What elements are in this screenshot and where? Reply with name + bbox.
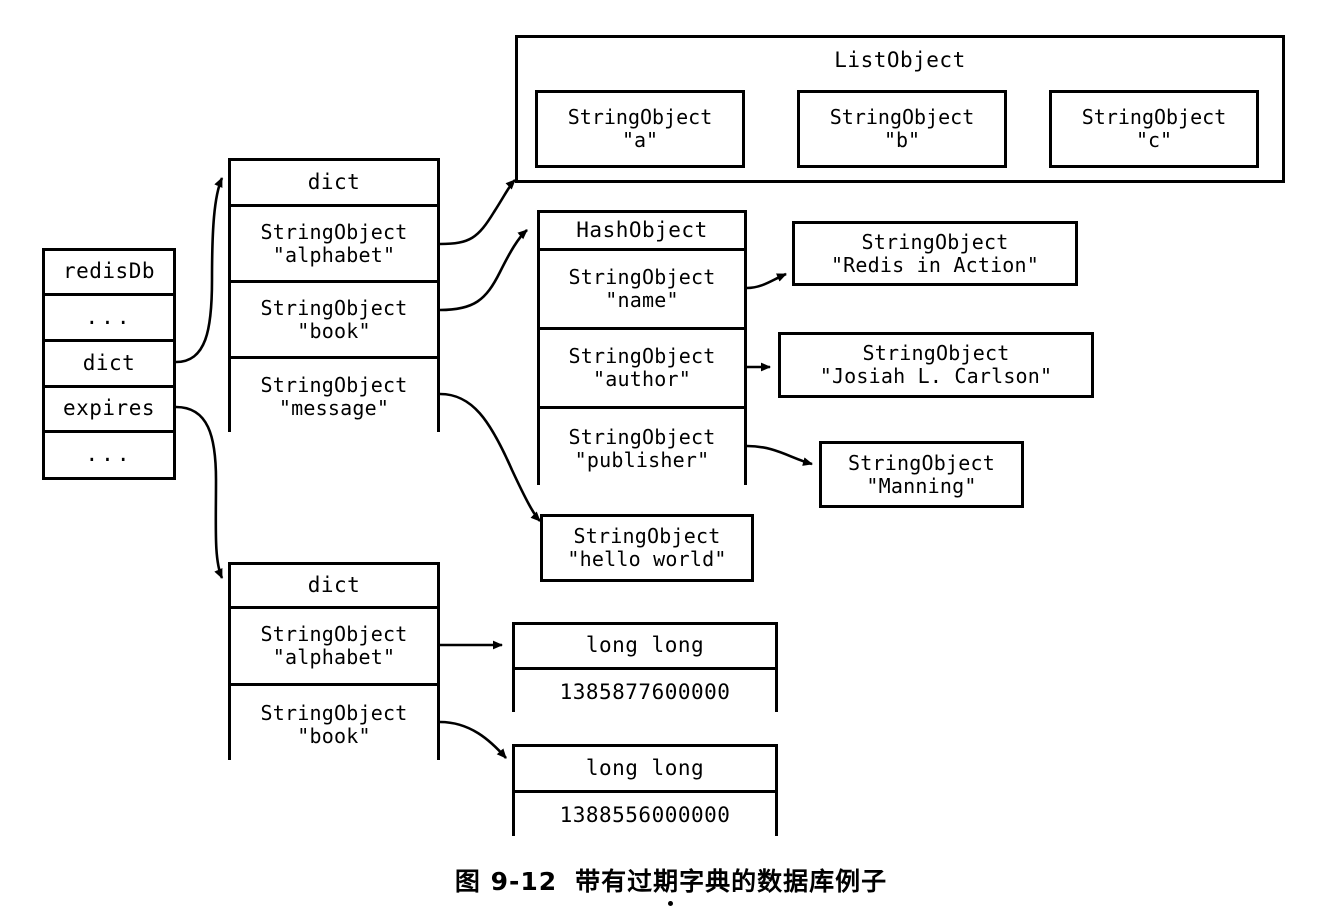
listobject-title: ListObject: [834, 48, 966, 72]
expires-entry-book-type: StringObject: [260, 700, 408, 725]
redisdb-expires-label: expires: [62, 396, 155, 421]
keyspace-entry-message-type: StringObject: [260, 373, 408, 398]
scan-artifact-dot-bottom: [668, 901, 673, 906]
arrow-alphabet-to-listobject: [439, 179, 516, 246]
hashobject-header: HashObject: [540, 213, 744, 251]
redisdb-box: redisDb ... dict expires ...: [42, 248, 176, 480]
expires-dict-entry-book[interactable]: StringObject "book": [231, 686, 437, 763]
redisdb-row-dict[interactable]: dict: [45, 342, 173, 388]
hashvalue-box-name[interactable]: StringObject "Redis in Action": [792, 221, 1078, 286]
redisdb-row-ellipsis-bottom: ...: [45, 433, 173, 477]
hashobject-field-publisher[interactable]: StringObject "publisher": [540, 409, 744, 488]
expire-value-alphabet-type: long long: [585, 633, 705, 658]
redisdb-dict-label: dict: [82, 350, 136, 375]
hashobject-field-author-value: "author": [593, 367, 691, 391]
expire-value-book-type: long long: [585, 755, 705, 780]
hashvalue-publisher-value: "Manning": [866, 473, 977, 498]
hashvalue-publisher-content: StringObject "Manning": [822, 444, 1021, 505]
hashvalue-name-value: "Redis in Action": [830, 252, 1040, 277]
arrow-expires-book-to-longlong2: [439, 720, 507, 759]
listnode-a-value: "a": [621, 128, 659, 152]
figure-caption-number: 图 9-12: [454, 867, 558, 896]
listnode-b-value: "b": [883, 128, 921, 152]
redisdb-ellipsis-bottom-label: ...: [85, 442, 133, 467]
expires-entry-alphabet-type: StringObject: [260, 622, 408, 647]
expires-dict-header-label: dict: [307, 572, 361, 597]
expires-dict-entry-alphabet[interactable]: StringObject "alphabet": [231, 609, 437, 686]
listnode-c-type: StringObject: [1081, 105, 1227, 130]
listobject-node-a[interactable]: StringObject "a": [535, 90, 745, 168]
listnode-c-value: "c": [1135, 128, 1173, 152]
arrow-book-to-hashobject: [439, 229, 528, 312]
expire-value-alphabet-value-row: 1385877600000: [515, 670, 775, 715]
expire-value-book-value: 1388556000000: [559, 803, 731, 828]
hashvalue-box-publisher[interactable]: StringObject "Manning": [819, 441, 1024, 508]
expire-value-alphabet-value: 1385877600000: [559, 679, 731, 704]
keyspace-dict-header-label: dict: [307, 169, 361, 194]
hashobject-header-label: HashObject: [576, 217, 708, 242]
expire-value-box-alphabet[interactable]: long long 1385877600000: [512, 622, 778, 715]
expire-value-book-type-row: long long: [515, 747, 775, 793]
hashobject-field-author[interactable]: StringObject "author": [540, 330, 744, 409]
figure-caption: 图 9-12 带有过期字典的数据库例子: [0, 862, 1342, 898]
redisdb-title: redisDb: [62, 259, 155, 284]
redisdb-row-title: redisDb: [45, 251, 173, 296]
redisdb-ellipsis-top-label: ...: [85, 304, 133, 329]
keyspace-entry-book-type: StringObject: [260, 295, 408, 320]
arrow-name-to-redisinaction: [746, 272, 787, 290]
keyspace-entry-alphabet-type: StringObject: [260, 219, 408, 244]
keyspace-dict-entry-message[interactable]: StringObject "message": [231, 359, 437, 435]
hashvalue-name-type: StringObject: [861, 229, 1009, 254]
arrow-message-to-helloworld: [439, 392, 541, 522]
arrow-redisdb-expires-to-expiresdict: [175, 405, 224, 579]
hashvalue-author-value: "Josiah L. Carlson": [819, 364, 1053, 388]
expires-entry-alphabet-value: "alphabet": [272, 645, 396, 669]
listobject-node-c[interactable]: StringObject "c": [1049, 90, 1259, 168]
arrow-publisher-to-manning: [746, 444, 813, 466]
arrow-redisdb-dict-to-keyspace: [175, 177, 224, 364]
keyspace-dict-entry-alphabet[interactable]: StringObject "alphabet": [231, 207, 437, 283]
hashvalue-name-content: StringObject "Redis in Action": [795, 224, 1075, 283]
hashvalue-author-type: StringObject: [862, 341, 1010, 366]
hashvalue-author-content: StringObject "Josiah L. Carlson": [781, 335, 1091, 395]
expires-dict-box: dict StringObject "alphabet" StringObjec…: [228, 562, 440, 763]
hashobject-field-publisher-value: "publisher": [574, 447, 710, 472]
hashobject-field-author-type: StringObject: [568, 344, 716, 369]
message-value-type: StringObject: [573, 524, 721, 549]
keyspace-entry-alphabet-value: "alphabet": [272, 242, 396, 267]
hashobject-field-name-value: "name": [605, 288, 679, 312]
hashvalue-publisher-type: StringObject: [848, 450, 995, 475]
figure-caption-text: 带有过期字典的数据库例子: [575, 867, 888, 896]
message-value-box[interactable]: StringObject "hello world": [540, 514, 754, 582]
keyspace-dict-box: dict StringObject "alphabet" StringObjec…: [228, 158, 440, 435]
expires-entry-book-value: "book": [297, 723, 371, 748]
hashobject-field-name-type: StringObject: [568, 265, 716, 290]
listobject-node-b[interactable]: StringObject "b": [797, 90, 1007, 168]
hashvalue-box-author[interactable]: StringObject "Josiah L. Carlson": [778, 332, 1094, 398]
message-value-content: StringObject "hello world": [543, 517, 751, 579]
message-value-value: "hello world": [567, 547, 727, 571]
keyspace-dict-entry-book[interactable]: StringObject "book": [231, 283, 437, 359]
hashobject-field-publisher-type: StringObject: [568, 424, 716, 449]
listnode-a-type: StringObject: [567, 105, 713, 130]
hashobject-field-name[interactable]: StringObject "name": [540, 251, 744, 330]
redisdb-row-expires[interactable]: expires: [45, 388, 173, 433]
listnode-b-type: StringObject: [829, 105, 975, 130]
expire-value-box-book[interactable]: long long 1388556000000: [512, 744, 778, 839]
expires-dict-header: dict: [231, 565, 437, 609]
expire-value-alphabet-type-row: long long: [515, 625, 775, 670]
redisdb-row-ellipsis-top: ...: [45, 296, 173, 342]
hashobject-box: HashObject StringObject "name" StringObj…: [537, 210, 747, 488]
keyspace-dict-header: dict: [231, 161, 437, 207]
keyspace-entry-message-value: "message": [278, 396, 390, 420]
keyspace-entry-book-value: "book": [297, 318, 371, 343]
expire-value-book-value-row: 1388556000000: [515, 793, 775, 839]
